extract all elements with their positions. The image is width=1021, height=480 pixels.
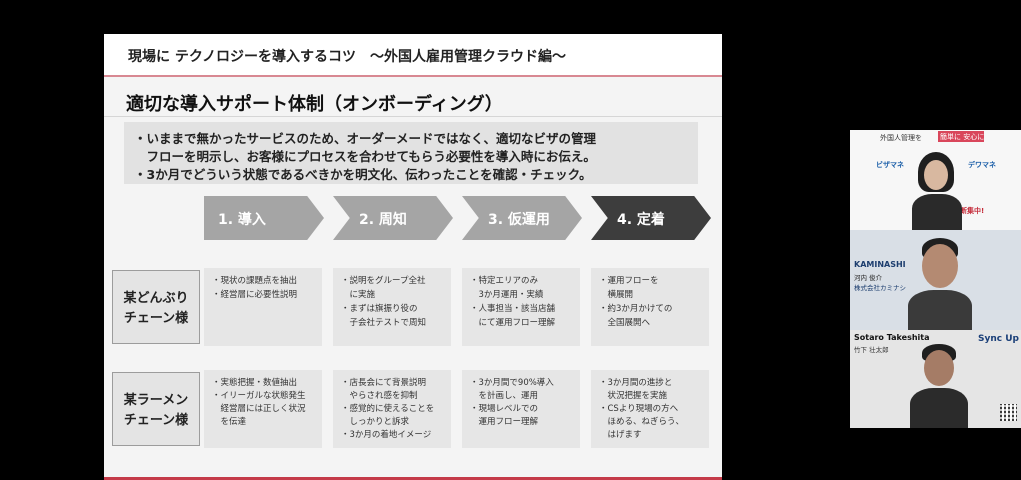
presentation-slide: 現場に テクノロジーを導入するコツ ～外国人雇用管理クラウド編～ 適切な導入サポ… — [104, 34, 722, 480]
cell-line: ・説明をグループ全社 — [341, 276, 426, 286]
step-label: 2. 周知 — [359, 212, 407, 228]
tile3-name: Sotaro Takeshita — [854, 333, 930, 342]
slide-bottom-bar — [104, 477, 722, 480]
row-label-line: 某ラーメン — [123, 393, 189, 408]
cell-line: ・3か月間の進捗と — [599, 378, 673, 388]
cell-line: ・感覚的に使えることを — [341, 404, 435, 414]
step-cell: ・特定エリアのみ 3か月運用・実績 ・人事担当・該当店舗 にて運用フロー理解 — [462, 268, 580, 346]
step-cell: ・3か月間の進捗と 状況把握を実施 ・CSより現場の方へ ほめる、ねぎらう、 は… — [591, 370, 709, 448]
row-label-ramen: 某ラーメン チェーン様 — [112, 372, 200, 446]
person-face — [924, 350, 954, 386]
cell-line: ほめる、ねぎらう、 — [599, 417, 685, 427]
tile1-red-text: ｽｸ診断集中! — [946, 207, 985, 215]
cell-line: 全国展開へ — [599, 318, 651, 328]
participant-tile-1[interactable]: 外国人管理を 簡単に 安心に ビザマネ デワマネ ｽｸ診断集中! — [850, 130, 1021, 230]
person-face — [922, 244, 958, 288]
cell-line: ・イリーガルな状態発生 — [212, 391, 306, 401]
cell-line: を計画し、運用 — [470, 391, 539, 401]
tile2-name: 河内 俊介 — [854, 274, 883, 282]
tile1-logo-right: デワマネ — [968, 161, 996, 169]
step-label: 3. 仮運用 — [488, 212, 550, 228]
step-label: 4. 定着 — [617, 212, 665, 228]
cell-line: に実施 — [341, 290, 376, 300]
cell-line: ・実態把握・数値抽出 — [212, 378, 298, 388]
tile2-logo: KAMINASHI — [854, 260, 906, 269]
row-label-line: チェーン様 — [123, 311, 189, 326]
participant-panel: 外国人管理を 簡単に 安心に ビザマネ デワマネ ｽｸ診断集中! KAMINAS… — [850, 130, 1021, 428]
cell-line: ・まずは旗振り役の — [341, 304, 418, 314]
cell-line: ・人事担当・該当店舗 — [470, 304, 556, 314]
cell-line: ・特定エリアのみ — [470, 276, 539, 286]
cell-line: 子会社テストで周知 — [341, 318, 427, 328]
row-label-line: 某どんぶり — [123, 291, 189, 306]
cell-line: 運用フロー理解 — [470, 417, 539, 427]
summary-line: ・3か月でどういう状態であるべきかを明文化、伝わったことを確認・チェック。 — [134, 167, 592, 182]
row-label-donburi: 某どんぶり チェーン様 — [112, 270, 200, 344]
participant-tile-3[interactable]: Sotaro Takeshita Sync Up 竹下 壮太郎 — [850, 330, 1021, 428]
summary-line: フローを明示し、お客様にプロセスを合わせてもらう必要性を導入時にお伝え。 — [134, 149, 596, 164]
step-cell: ・運用フローを 横展開 ・約3か月かけての 全国展開へ — [591, 268, 709, 346]
step-chevron-3: 3. 仮運用 — [462, 196, 582, 240]
tile3-role: 竹下 壮太郎 — [854, 346, 889, 354]
cell-line: ・3か月間で90%導入 — [470, 378, 554, 388]
row-label-line: チェーン様 — [123, 413, 189, 428]
qr-code-overlay — [1000, 404, 1017, 421]
slide-header-text: 現場に テクノロジーを導入するコツ ～外国人雇用管理クラウド編～ — [128, 49, 567, 65]
tile2-company: 株式会社カミナシ — [854, 284, 906, 292]
cell-line: にて運用フロー理解 — [470, 318, 556, 328]
step-cell: ・店長会にて背景説明 やらされ感を抑制 ・感覚的に使えることを しっかりと訴求 … — [333, 370, 451, 448]
cell-line: を伝達 — [212, 417, 247, 427]
person-body — [910, 388, 968, 428]
cell-line: ・店長会にて背景説明 — [341, 378, 427, 388]
cell-line: ・経営層に必要性説明 — [212, 290, 298, 300]
cell-line: ・運用フローを — [599, 276, 659, 286]
person-body — [908, 290, 972, 330]
step-chevron-2: 2. 周知 — [333, 196, 453, 240]
step-cell: ・現状の課題点を抽出 ・経営層に必要性説明 — [204, 268, 322, 346]
cell-line: ・3か月の着地イメージ — [341, 430, 432, 440]
person-body — [912, 194, 962, 230]
cell-line: しっかりと訴求 — [341, 417, 410, 427]
cell-line: 状況把握を実施 — [599, 391, 668, 401]
participant-tile-2[interactable]: KAMINASHI 河内 俊介 株式会社カミナシ — [850, 230, 1021, 330]
summary-box: ・いままで無かったサービスのため、オーダーメードではなく、適切なビザの管理 フロ… — [124, 122, 698, 184]
title-divider — [104, 116, 722, 117]
cell-line: ・約3か月かけての — [599, 304, 673, 314]
cell-line: 経営層には正しく状況 — [212, 404, 306, 414]
step-cell: ・3か月間で90%導入 を計画し、運用 ・現場レベルでの 運用フロー理解 — [462, 370, 580, 448]
cell-line: 横展開 — [599, 290, 634, 300]
slide-title: 適切な導入サポート体制（オンボーディング） — [126, 94, 503, 115]
cell-line: 3か月運用・実績 — [470, 290, 544, 300]
tile1-badge: 簡単に 安心に — [938, 131, 984, 142]
step-cell: ・実態把握・数値抽出 ・イリーガルな状態発生 経営層には正しく状況 を伝達 — [204, 370, 322, 448]
tile1-headline: 外国人管理を — [880, 134, 922, 142]
tile1-badge-text: 簡単に 安心に — [940, 133, 985, 141]
person-face — [924, 160, 948, 190]
step-label: 1. 導入 — [218, 212, 266, 228]
tile3-logo: Sync Up — [978, 334, 1019, 344]
cell-line: ・現場レベルでの — [470, 404, 539, 414]
slide-header: 現場に テクノロジーを導入するコツ ～外国人雇用管理クラウド編～ — [104, 34, 722, 77]
step-chevron-1: 1. 導入 — [204, 196, 324, 240]
summary-line: ・いままで無かったサービスのため、オーダーメードではなく、適切なビザの管理 — [134, 131, 597, 146]
cell-line: ・現状の課題点を抽出 — [212, 276, 298, 286]
step-chevron-4: 4. 定着 — [591, 196, 711, 240]
cell-line: はげます — [599, 430, 642, 440]
tile1-logo-left: ビザマネ — [876, 161, 904, 169]
cell-line: ・CSより現場の方へ — [599, 404, 679, 414]
cell-line: やらされ感を抑制 — [341, 391, 418, 401]
step-cell: ・説明をグループ全社 に実施 ・まずは旗振り役の 子会社テストで周知 — [333, 268, 451, 346]
